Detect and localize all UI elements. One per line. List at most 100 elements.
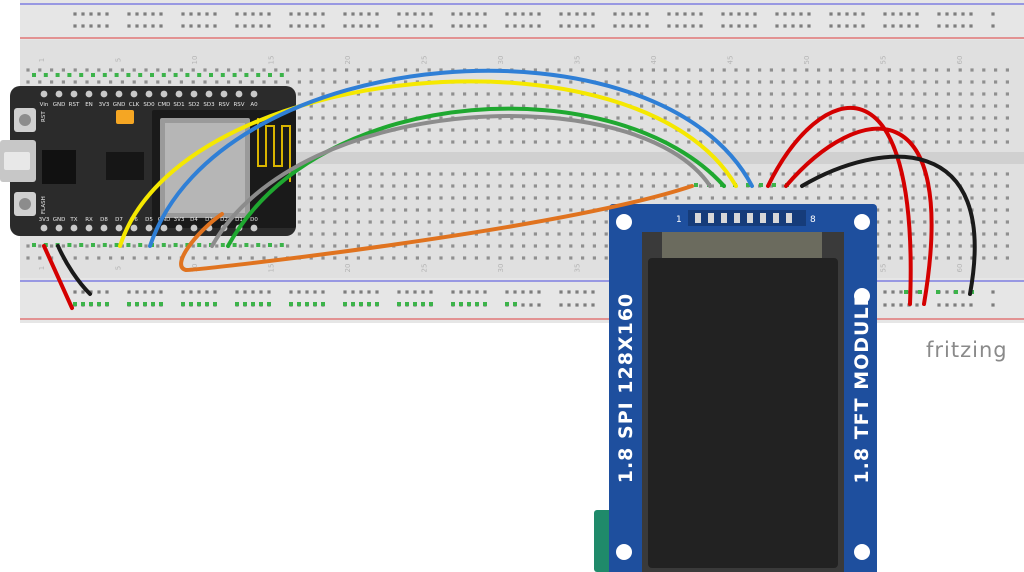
breadboard-hole (309, 244, 313, 248)
flash-button[interactable] (14, 192, 36, 216)
tft-pin-number-first: 1 (676, 215, 682, 225)
fritzing-logo: fritzing (926, 338, 1008, 362)
breadboard-hole (958, 172, 962, 176)
rail-hole (683, 24, 687, 28)
breadboard-hole (345, 220, 349, 224)
breadboard-hole (522, 172, 526, 176)
breadboard-hole (545, 80, 549, 84)
wire-yellow[interactable] (118, 79, 738, 248)
breadboard-hole (486, 256, 490, 260)
rail-hole (351, 12, 355, 16)
rail-hole (521, 12, 525, 16)
rail-hole (81, 24, 85, 28)
breadboard-hole (321, 256, 325, 260)
breadboard-hole (769, 184, 773, 188)
breadboard-hole (392, 172, 396, 176)
breadboard-hole (345, 244, 349, 248)
breadboard-hole (994, 68, 998, 72)
breadboard-hole (73, 256, 77, 260)
breadboard-hole (557, 184, 561, 188)
breadboard-hole (380, 196, 384, 200)
breadboard-hole (474, 184, 478, 188)
breadboard-hole (616, 196, 620, 200)
breadboard-hole (876, 184, 880, 188)
breadboard-hole (404, 244, 408, 248)
breadboard-hole (474, 196, 478, 200)
breadboard-hole (687, 140, 691, 144)
breadboard-hole (840, 92, 844, 96)
nodemcu-pin (160, 90, 168, 98)
breadboard-hole (533, 232, 537, 236)
breadboard-hole (368, 68, 372, 72)
breadboard-hole (970, 232, 974, 236)
breadboard-hole (640, 68, 644, 72)
breadboard-hole (604, 104, 608, 108)
rail-hole (159, 24, 163, 28)
connected-hole (43, 73, 48, 77)
rail-hole (159, 290, 163, 294)
rail-hole (891, 290, 895, 294)
breadboard-hole (474, 208, 478, 212)
rail-hole (675, 12, 679, 16)
breadboard-hole (533, 196, 537, 200)
wire-black-tft[interactable] (800, 154, 977, 296)
rail-hole (861, 12, 865, 16)
nodemcu-pin-label: RST (69, 102, 80, 108)
breadboard-hole (250, 256, 254, 260)
breadboard-hole (522, 104, 526, 108)
breadboard-hole (85, 68, 89, 72)
breadboard-hole (923, 232, 927, 236)
connected-hole (114, 243, 119, 247)
breadboard-hole (982, 172, 986, 176)
rail-hole (405, 24, 409, 28)
nodemcu-pin-label: SD0 (143, 102, 155, 108)
rail-hole (961, 290, 965, 294)
breadboard-hole (899, 196, 903, 200)
wire-orange[interactable] (179, 184, 694, 273)
rail-hole (359, 24, 363, 28)
breadboard-hole (557, 220, 561, 224)
breadboard-hole (746, 68, 750, 72)
breadboard-hole (604, 184, 608, 188)
rail-hole (891, 303, 895, 307)
rst-button[interactable] (14, 108, 36, 132)
breadboard-hole (510, 172, 514, 176)
breadboard-hole (356, 92, 360, 96)
wire-red-tft-2[interactable] (784, 126, 934, 306)
rail-hole (807, 24, 811, 28)
breadboard-hole (946, 104, 950, 108)
connected-hole (904, 290, 908, 294)
rail-hole (621, 12, 625, 16)
breadboard-hole (604, 220, 608, 224)
breadboard-hole (982, 184, 986, 188)
breadboard-hole (923, 116, 927, 120)
wire-red-tft-1[interactable] (766, 106, 913, 306)
wire-blue[interactable] (148, 68, 754, 248)
breadboard-hole (651, 80, 655, 84)
breadboard-hole (746, 104, 750, 108)
connected-hole (359, 302, 363, 306)
rail-hole (151, 12, 155, 16)
connected-hole (126, 73, 131, 77)
tft-header-pin (695, 213, 701, 223)
wire-gray[interactable] (210, 114, 712, 248)
connected-hole (235, 302, 239, 306)
rail-hole (613, 12, 617, 16)
esp-antenna-trace (257, 118, 291, 182)
rail-hole (151, 24, 155, 28)
rail-hole (375, 24, 379, 28)
wire-black-mcu-to-rail[interactable] (56, 244, 92, 296)
wire-red-mcu-to-rail[interactable] (42, 244, 74, 310)
wire-green[interactable] (226, 106, 726, 248)
breadboard-hole (581, 104, 585, 108)
breadboard-hole (805, 80, 809, 84)
connected-hole (73, 302, 77, 306)
tft-header-pin (721, 213, 727, 223)
connected-hole (197, 302, 201, 306)
breadboard-hole (415, 68, 419, 72)
breadboard-hole (309, 232, 313, 236)
breadboard-hole (109, 80, 113, 84)
breadboard-hole (333, 80, 337, 84)
breadboard-hole (722, 80, 726, 84)
breadboard-hole (982, 80, 986, 84)
